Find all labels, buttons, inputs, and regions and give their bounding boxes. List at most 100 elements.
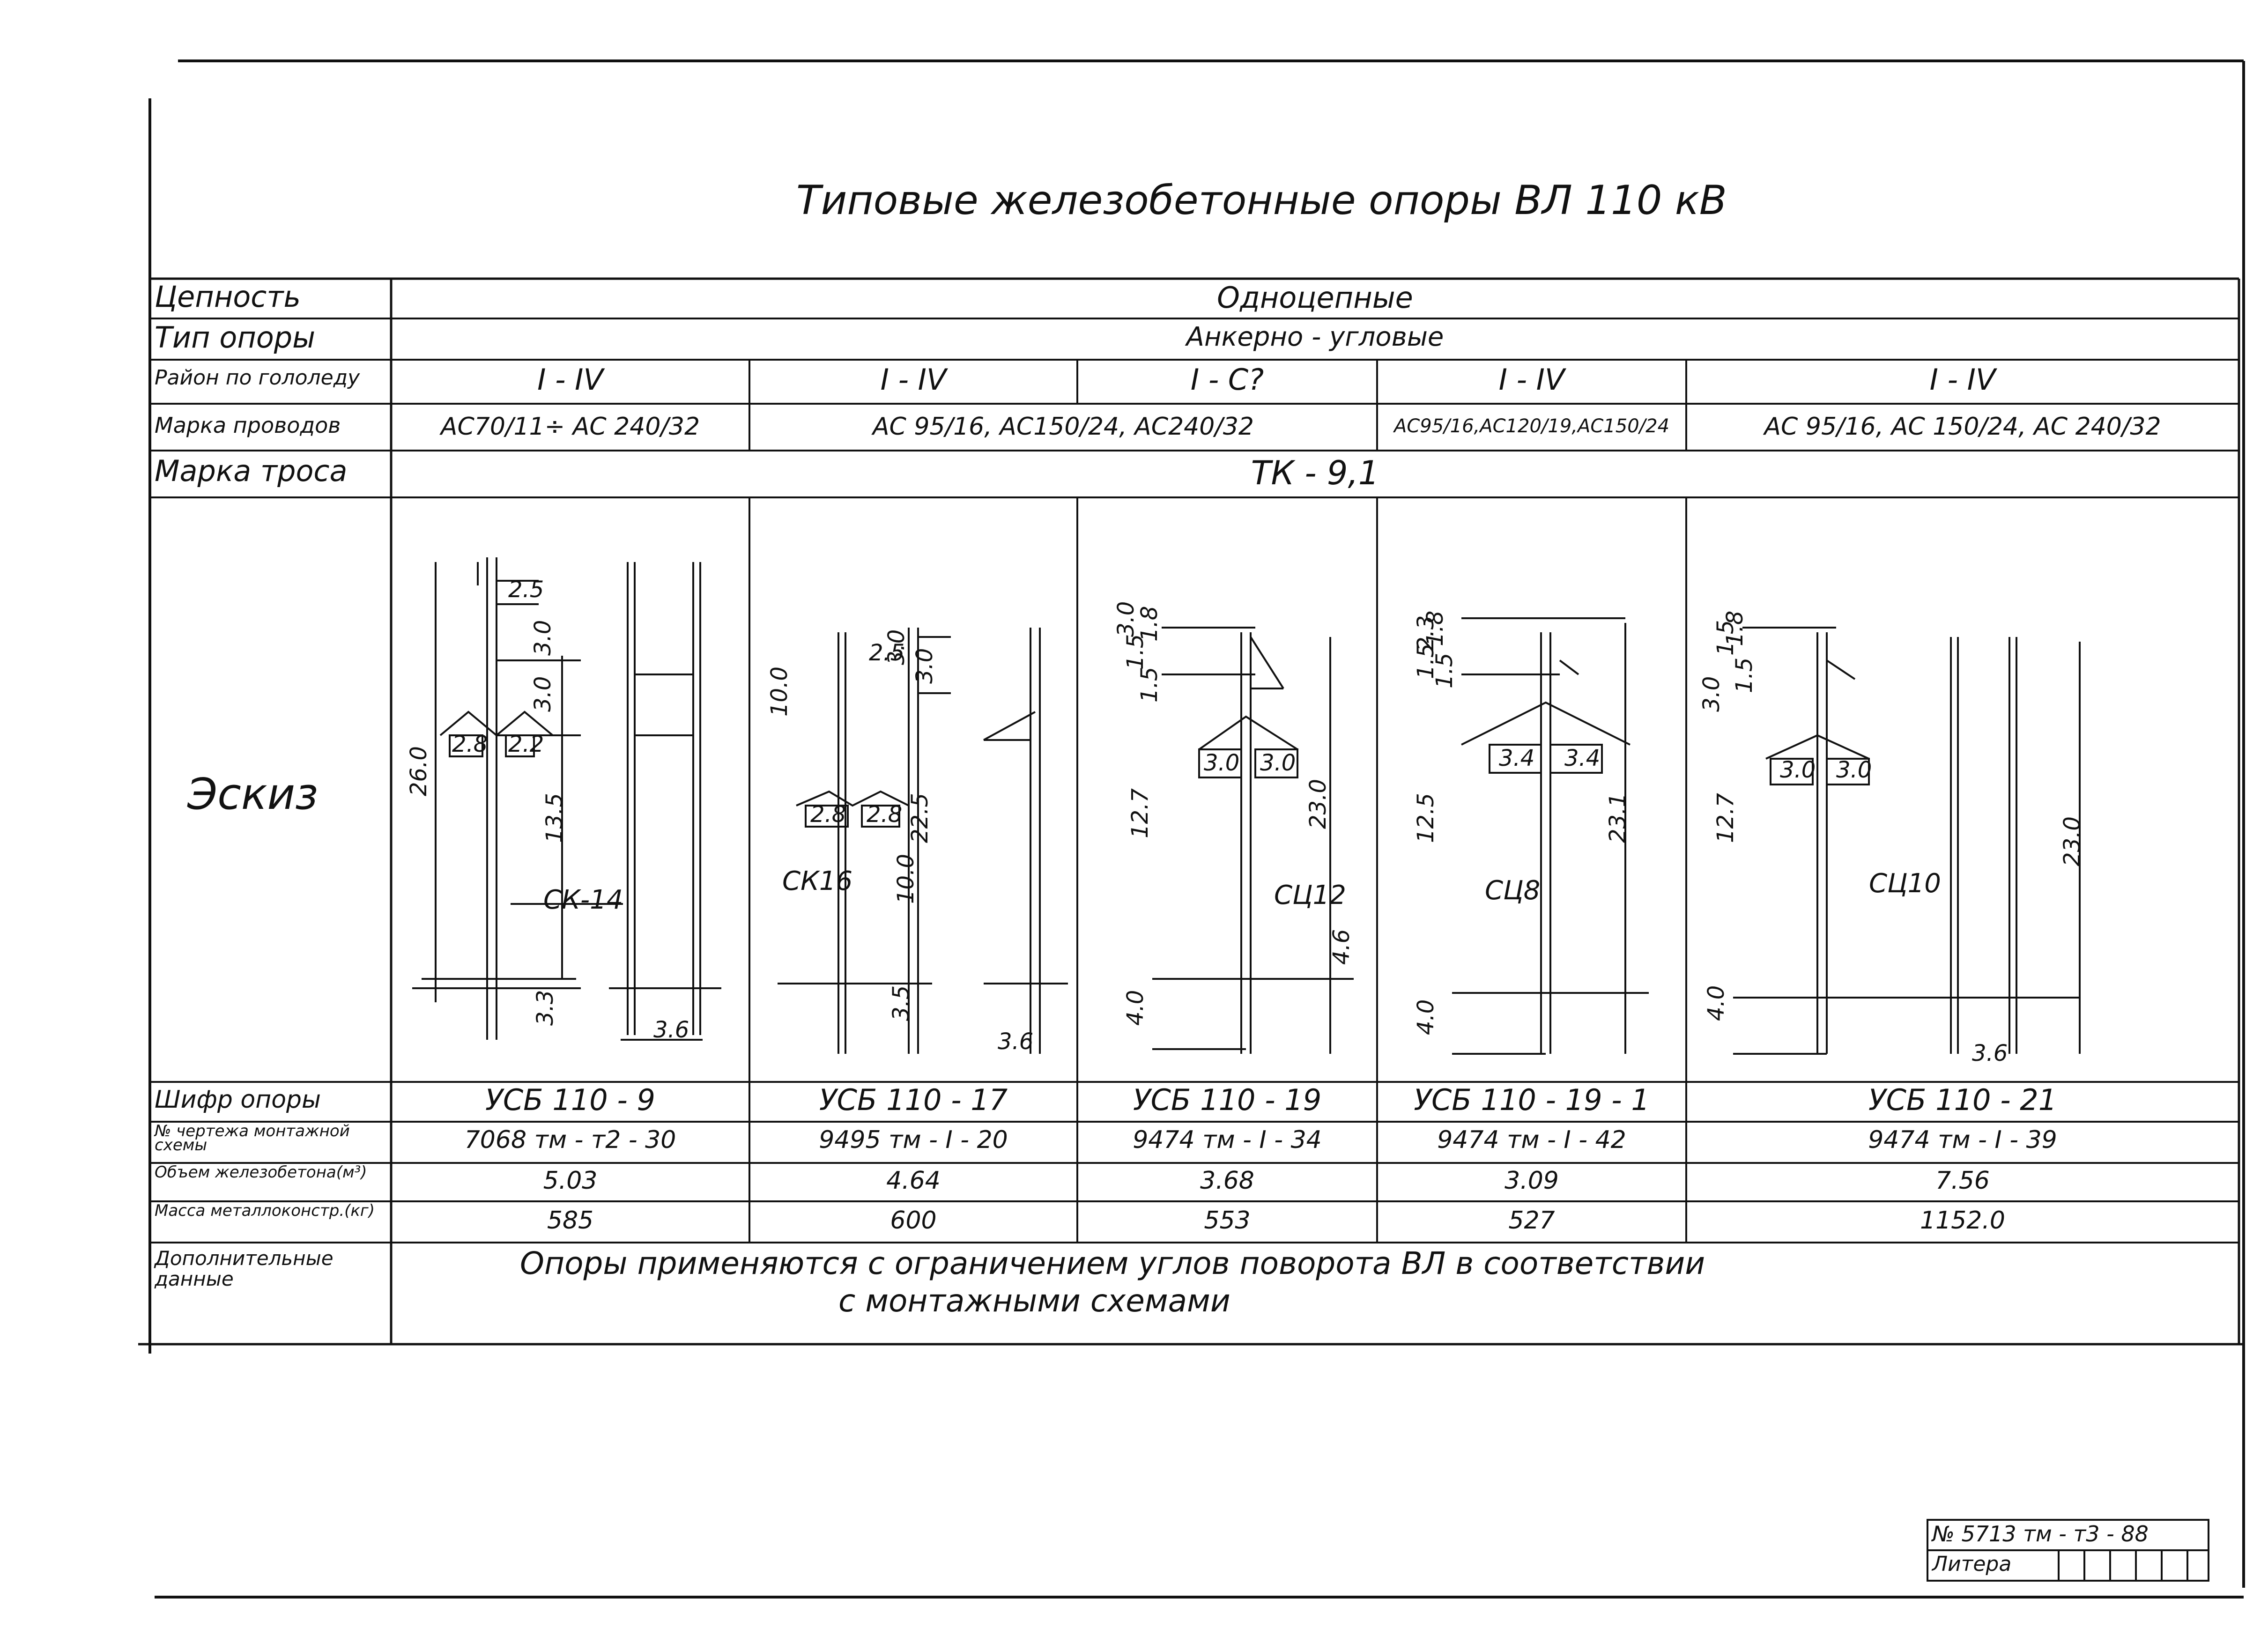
wire-value-3: АС95/16,АС120/19,АС150/24 (1393, 415, 1670, 437)
dimension-label: 3.0 (1260, 750, 1296, 776)
wire-value-2: АС 95/16, АС150/24, АС240/32 (872, 413, 1254, 441)
dimension-label: 2.5 (508, 577, 544, 603)
mass-value-2: 600 (890, 1206, 937, 1235)
doc-number: № 5713 тм - т3 - 88 (1932, 1521, 2149, 1547)
row-label-sketch: Эскиз (187, 769, 319, 819)
volume-value-3: 3.68 (1200, 1167, 1254, 1195)
sketch-1 (412, 557, 721, 1041)
dimension-label: 10.0 (766, 666, 793, 717)
dimension-label: 1.5 (1712, 620, 1739, 656)
dimension-label: 3.0 (1113, 601, 1139, 637)
ice-value-1: I - IV (537, 363, 603, 397)
row-label-cable: Марка троса (155, 454, 348, 488)
row-label-wire: Марка проводов (155, 413, 341, 438)
dimension-label: 1.8 (1422, 611, 1448, 646)
dimension-label: 2.8 (867, 801, 902, 828)
drawing-value-4: 9474 тм - I - 42 (1437, 1126, 1626, 1154)
dimension-label: 12.7 (1127, 788, 1153, 838)
dimension-label: 1.8 (1722, 611, 1748, 646)
row-label-volume: Объем железобетона(м³) (155, 1163, 367, 1182)
row-label-drawing: № чертежа монтажной схемы (155, 1122, 350, 1155)
code-value-5: УСБ 110 - 21 (1868, 1083, 2057, 1117)
dimension-label: 1.5 (1122, 634, 1149, 670)
dimension-label: 3.0 (883, 629, 910, 665)
mass-value-3: 553 (1204, 1206, 1251, 1235)
code-value-4: УСБ 110 - 19 - 1 (1414, 1083, 1650, 1117)
rack-label-3: СЦ12 (1274, 880, 1346, 910)
dimension-label: 3.6 (653, 1017, 689, 1043)
dimension-label: 12.5 (1413, 793, 1439, 843)
volume-value-1: 5.03 (543, 1167, 598, 1195)
row-label-extra: Дополнительные данные (155, 1247, 334, 1290)
dimension-label: 4.0 (1122, 990, 1149, 1026)
rack-label-1: СК-14 (543, 885, 623, 915)
dimension-label: 4.0 (1413, 999, 1439, 1035)
mass-value-5: 1152.0 (1920, 1206, 2005, 1235)
dimension-label: 3.0 (1780, 757, 1816, 783)
dimension-label: 3.4 (1564, 745, 1600, 771)
chain-value: Одноцепные (1217, 281, 1413, 315)
dimension-label: 3.4 (1499, 745, 1534, 771)
dimension-label: 1.5 (1136, 667, 1163, 703)
ice-value-3: I - C? (1190, 363, 1264, 397)
dimension-label: 3.3 (532, 990, 558, 1026)
dimension-label: 13.5 (541, 793, 568, 843)
volume-value-5: 7.56 (1935, 1167, 1990, 1195)
drawing-value-5: 9474 тм - I - 39 (1868, 1126, 2057, 1154)
dimension-label: 2.8 (452, 731, 488, 757)
dimension-label: 3.5 (888, 985, 914, 1021)
row-label-code: Шифр опоры (155, 1086, 321, 1114)
dimension-label: 1.5 (1731, 658, 1757, 693)
dimension-label: 10.0 (893, 854, 919, 904)
volume-value-2: 4.64 (886, 1167, 941, 1195)
dimension-label: 3.0 (1836, 757, 1872, 783)
dimension-label: 2.3 (1413, 615, 1439, 651)
dimension-label: 12.7 (1712, 793, 1739, 843)
dimension-label: 3.0 (530, 676, 556, 712)
type-value: Анкерно - угловые (1186, 322, 1444, 352)
sketch-4 (1452, 617, 1649, 1055)
sketch-5 (1733, 627, 2081, 1055)
rack-label-4: СЦ8 (1485, 875, 1540, 906)
drawing-value-1: 7068 тм - т2 - 30 (464, 1126, 676, 1154)
row-label-chain: Цепность (155, 280, 301, 314)
dimension-label: 26.0 (406, 746, 432, 796)
dimension-label: 2.8 (810, 801, 846, 828)
dimension-label: 23.0 (1305, 779, 1331, 829)
mass-value-4: 527 (1508, 1206, 1555, 1235)
dimension-label: 3.0 (1204, 750, 1239, 776)
ice-value-4: I - IV (1498, 363, 1565, 397)
dimension-label: 23.1 (1605, 793, 1631, 843)
litera-label: Литера (1932, 1552, 2012, 1576)
dimension-label: 4.0 (1703, 985, 1729, 1021)
dimension-label: 2.5 (869, 640, 904, 666)
dimension-label: 3.0 (1698, 676, 1725, 712)
drawing-value-2: 9495 тм - I - 20 (819, 1126, 1008, 1154)
cable-value: ТК - 9,1 (1251, 454, 1379, 492)
dimension-label: 23.0 (2059, 816, 2085, 866)
extra-line-2: с монтажными схемами (838, 1283, 1230, 1319)
volume-value-4: 3.09 (1505, 1167, 1559, 1195)
code-value-3: УСБ 110 - 19 (1133, 1083, 1322, 1117)
row-label-mass: Масса металлоконстр.(кг) (155, 1201, 375, 1220)
wire-value-1: АС70/11÷ АС 240/32 (440, 413, 700, 441)
row-label-type: Тип опоры (155, 320, 316, 355)
sheet-title: Типовые железобетонные опоры ВЛ 110 кВ (796, 177, 1727, 224)
dimension-label: 1.8 (1136, 606, 1163, 642)
dimension-label: 4.6 (1328, 929, 1355, 965)
drawing-value-3: 9474 тм - I - 34 (1133, 1126, 1322, 1154)
sketch-3 (1152, 627, 1354, 1054)
dimension-label: 1.5 (1431, 653, 1458, 688)
mass-value-1: 585 (547, 1206, 594, 1235)
ice-value-5: I - IV (1929, 363, 1996, 397)
row-label-ice: Район по гололеду (155, 366, 360, 390)
dimension-label: 22.5 (907, 793, 933, 843)
dimension-label: 1.5 (1413, 644, 1439, 679)
dimension-label: 2.2 (508, 731, 544, 757)
dimension-label: 3.6 (998, 1029, 1033, 1055)
dimension-label: 3.0 (530, 620, 556, 656)
code-value-1: УСБ 110 - 9 (485, 1083, 655, 1117)
dimension-label: 3.0 (912, 648, 938, 684)
